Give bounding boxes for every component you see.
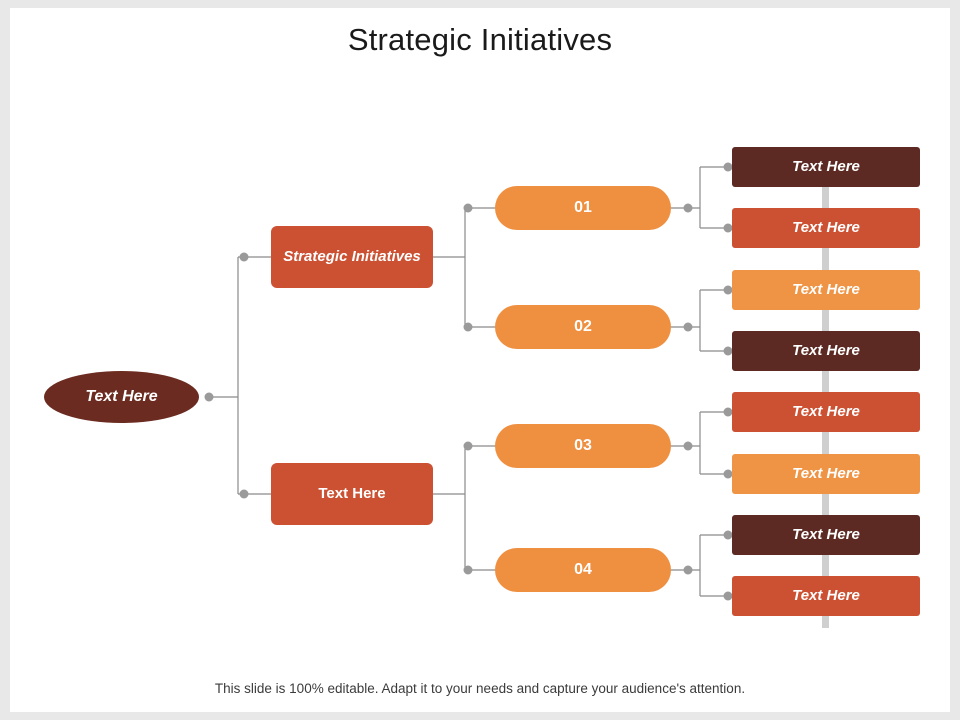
node-level4-2[interactable]: Text Here <box>732 208 920 248</box>
bottom-edge-bar <box>0 712 960 720</box>
node-level2-text-here[interactable]: Text Here <box>271 463 433 525</box>
node-level3-03[interactable]: 03 <box>495 424 671 468</box>
node-level4-7[interactable]: Text Here <box>732 515 920 555</box>
slide-canvas: Strategic Initiatives <box>10 8 950 712</box>
slide-footer-note: This slide is 100% editable. Adapt it to… <box>214 681 746 696</box>
top-edge-bar <box>0 0 960 8</box>
node-level4-4[interactable]: Text Here <box>732 331 920 371</box>
node-level3-04[interactable]: 04 <box>495 548 671 592</box>
node-level4-6[interactable]: Text Here <box>732 454 920 494</box>
diagram-area: Text Here Strategic Initiatives Text Her… <box>10 8 950 712</box>
node-level4-5[interactable]: Text Here <box>732 392 920 432</box>
left-edge-bar <box>0 0 10 720</box>
node-level4-8[interactable]: Text Here <box>732 576 920 616</box>
node-level2-strategic-initiatives[interactable]: Strategic Initiatives <box>271 226 433 288</box>
node-level4-3[interactable]: Text Here <box>732 270 920 310</box>
right-edge-bar <box>950 0 960 720</box>
page-title: Strategic Initiatives <box>347 22 613 57</box>
node-level3-01[interactable]: 01 <box>495 186 671 230</box>
node-level4-1[interactable]: Text Here <box>732 147 920 187</box>
node-level3-02[interactable]: 02 <box>495 305 671 349</box>
node-root[interactable]: Text Here <box>44 371 199 423</box>
